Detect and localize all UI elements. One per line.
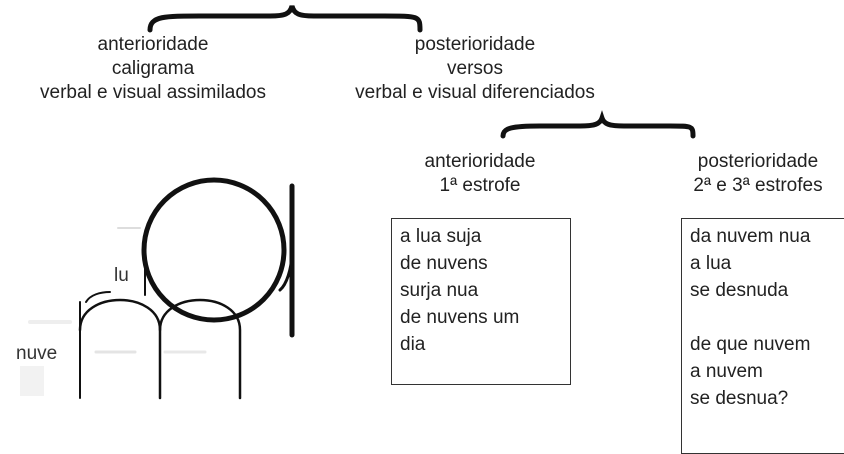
top-left-line-2: caligrama [111, 58, 195, 79]
moon-circle [141, 177, 287, 323]
top-left-line-1: anterioridade [97, 34, 209, 55]
second-brace [500, 110, 696, 139]
second-left-label: anterioridade 1ª estrofe [395, 150, 565, 198]
second-left-line-1: anterioridade [424, 151, 536, 172]
top-right-line-1: posterioridade [414, 34, 536, 55]
stanza-2-3-box: da nuvem nua a lua se desnuda de que nuv… [681, 218, 844, 454]
arch-1 [78, 298, 162, 400]
calligram-drawing [20, 177, 295, 400]
second-right-line-2: 2ª e 3ª estrofes [693, 175, 823, 196]
top-right-line-2: versos [447, 58, 503, 79]
stanza-3-line: de que nuvem [690, 334, 811, 355]
calligram-word-nuve: nuve [16, 343, 58, 364]
stanza-1-line: surja nua [400, 280, 479, 301]
stanza-3-line: se desnua? [690, 388, 789, 409]
second-left-line-2: 1ª estrofe [439, 175, 521, 196]
stanza-gap [690, 304, 841, 331]
top-brace [147, 5, 423, 33]
stanza-2-line: da nuvem nua [690, 226, 811, 247]
arch-stub [85, 291, 111, 303]
stanza-1-line: de nuvens um [400, 307, 520, 328]
calligram-word-lu: lu [114, 265, 129, 286]
right-stem-joint [278, 248, 294, 292]
top-left-label: anterioridade caligrama verbal e visual … [0, 33, 306, 105]
top-right-line-3: verbal e visual diferenciados [355, 82, 595, 103]
top-left-line-3: verbal e visual assimilados [40, 82, 266, 103]
stanza-1-box: a lua suja de nuvens surja nua de nuvens… [391, 218, 571, 385]
top-right-label: posterioridade versos verbal e visual di… [310, 33, 640, 105]
stanza-2-line: se desnuda [690, 280, 789, 301]
second-right-label: posterioridade 2ª e 3ª estrofes [672, 150, 844, 198]
second-right-line-1: posterioridade [697, 151, 819, 172]
stanza-3-line: a nuvem [690, 361, 763, 382]
arch-2 [158, 298, 242, 400]
stanza-1-line: a lua suja [400, 226, 482, 247]
ghost-mark-5 [20, 366, 44, 396]
stanza-1-line: dia [400, 334, 426, 355]
stanza-2-line: a lua [690, 253, 732, 274]
stanza-1-line: de nuvens [400, 253, 488, 274]
